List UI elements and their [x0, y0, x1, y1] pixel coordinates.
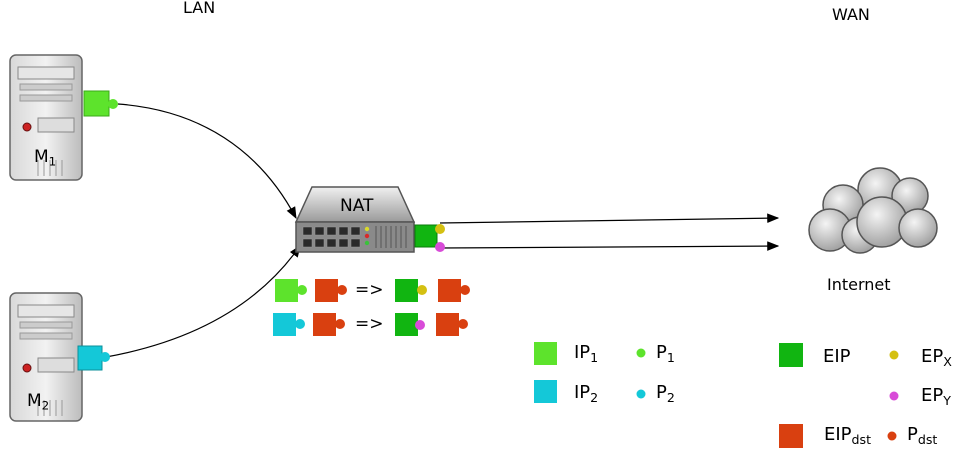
eip-puzzle-icon	[395, 279, 427, 302]
legend-ip1-swatch	[534, 342, 557, 365]
mapping-arrow-2: =>	[355, 314, 384, 334]
m1-to-nat-line	[117, 103, 297, 220]
nat-to-internet-line-2	[439, 241, 780, 251]
eip-puzzle-icon	[395, 313, 425, 336]
host-m2-label: M2	[27, 391, 50, 413]
ip1-puzzle-icon	[275, 279, 307, 302]
legend-ip1-label: IP1	[574, 342, 599, 365]
server-m2-icon	[9, 292, 83, 422]
wan-label: WAN	[832, 5, 870, 24]
nat-router-icon	[294, 186, 416, 253]
m2-to-nat-line	[105, 245, 301, 358]
host-m1-label: M1	[34, 147, 57, 169]
legend-ip2-label: IP2	[574, 382, 599, 405]
legend-p2-swatch	[636, 389, 646, 399]
legend-eip-swatch	[779, 343, 803, 367]
nat-to-internet-line-1	[439, 213, 780, 224]
legend-pdst-label: Pdst	[907, 424, 938, 447]
eipdst-puzzle-icon	[315, 279, 347, 302]
internet-cloud-icon	[808, 167, 938, 254]
mapping-row-1	[275, 279, 470, 302]
legend-epy-swatch	[889, 391, 899, 401]
server-m1-icon	[9, 54, 83, 181]
ip2-puzzle-icon	[273, 313, 305, 336]
eipdst-puzzle-icon	[438, 279, 470, 302]
legend-eip-label: EIP	[823, 346, 851, 367]
nat-label: NAT	[340, 196, 374, 216]
legend-eipdst-label: EIPdst	[824, 424, 872, 447]
legend-pdst-swatch	[887, 431, 897, 441]
m2-port-icon	[77, 345, 110, 371]
mapping-row-2	[273, 313, 468, 336]
legend-p1-swatch	[636, 348, 646, 358]
eipdst-puzzle-icon	[313, 313, 345, 336]
legend-p1-label: P1	[656, 342, 675, 365]
legend-epx-label: EPX	[921, 346, 952, 369]
legend-swatches	[534, 342, 899, 448]
internet-label: Internet	[827, 275, 891, 294]
m1-port-icon	[83, 90, 118, 117]
legend-eipdst-swatch	[779, 424, 803, 448]
lan-label: LAN	[183, 0, 216, 17]
legend-ip2-swatch	[534, 380, 557, 403]
legend-epx-swatch	[889, 350, 899, 360]
legend-p2-label: P2	[656, 382, 675, 405]
legend-epy-label: EPY	[921, 385, 951, 408]
eipdst-puzzle-icon	[436, 313, 468, 336]
mapping-arrow-1: =>	[355, 280, 384, 300]
nat-external-port-icon	[414, 224, 445, 252]
